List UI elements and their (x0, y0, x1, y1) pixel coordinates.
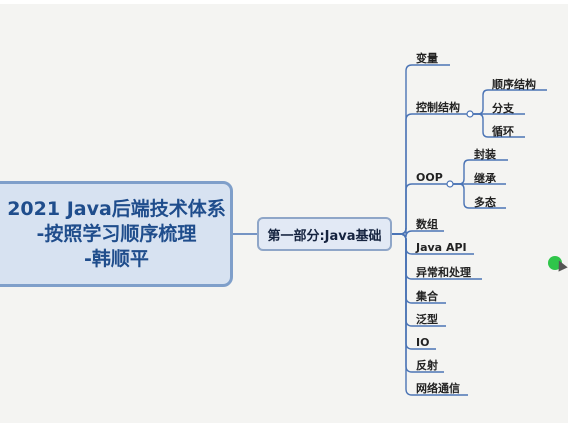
topic-arrays[interactable]: 数组 (416, 218, 438, 231)
topic-collections[interactable]: 集合 (416, 290, 438, 303)
topic-control[interactable]: 控制结构 (416, 101, 460, 114)
top-edge (0, 0, 568, 4)
topic-encapsulation[interactable]: 封装 (474, 148, 496, 161)
topic-io[interactable]: IO (416, 336, 430, 349)
collapse-toggle-icon[interactable] (466, 110, 474, 118)
topic-loop[interactable]: 循环 (492, 125, 514, 138)
connector-1 (392, 64, 450, 235)
topic-polymorphism[interactable]: 多态 (474, 196, 496, 209)
topic-networking[interactable]: 网络通信 (416, 382, 460, 395)
connector-17 (453, 183, 506, 209)
root-node[interactable]: 2021 Java后端技术体系 -按照学习顺序梳理 -韩顺平 (0, 181, 233, 287)
root-line-1: 2021 Java后端技术体系 (7, 197, 226, 220)
topic-variables[interactable]: 变量 (416, 52, 438, 65)
hub-node[interactable]: 第一部分:Java基础 (257, 217, 392, 251)
topic-generics[interactable]: 泛型 (416, 313, 438, 326)
connector-11 (392, 233, 468, 396)
collapse-toggle-icon[interactable] (446, 180, 454, 188)
topic-exceptions[interactable]: 异常和处理 (416, 266, 471, 279)
topic-inheritance[interactable]: 继承 (474, 172, 496, 185)
topic-reflection[interactable]: 反射 (416, 359, 438, 372)
pointer-highlight (548, 256, 562, 270)
connector-14 (473, 113, 525, 138)
topic-sequence[interactable]: 顺序结构 (492, 78, 536, 91)
root-line-2: -按照学习顺序梳理 (36, 222, 197, 245)
topic-oop[interactable]: OOP (416, 171, 443, 184)
topic-java-api[interactable]: Java API (416, 241, 467, 254)
root-line-3: -韩顺平 (84, 247, 149, 270)
topic-branch[interactable]: 分支 (492, 102, 514, 115)
